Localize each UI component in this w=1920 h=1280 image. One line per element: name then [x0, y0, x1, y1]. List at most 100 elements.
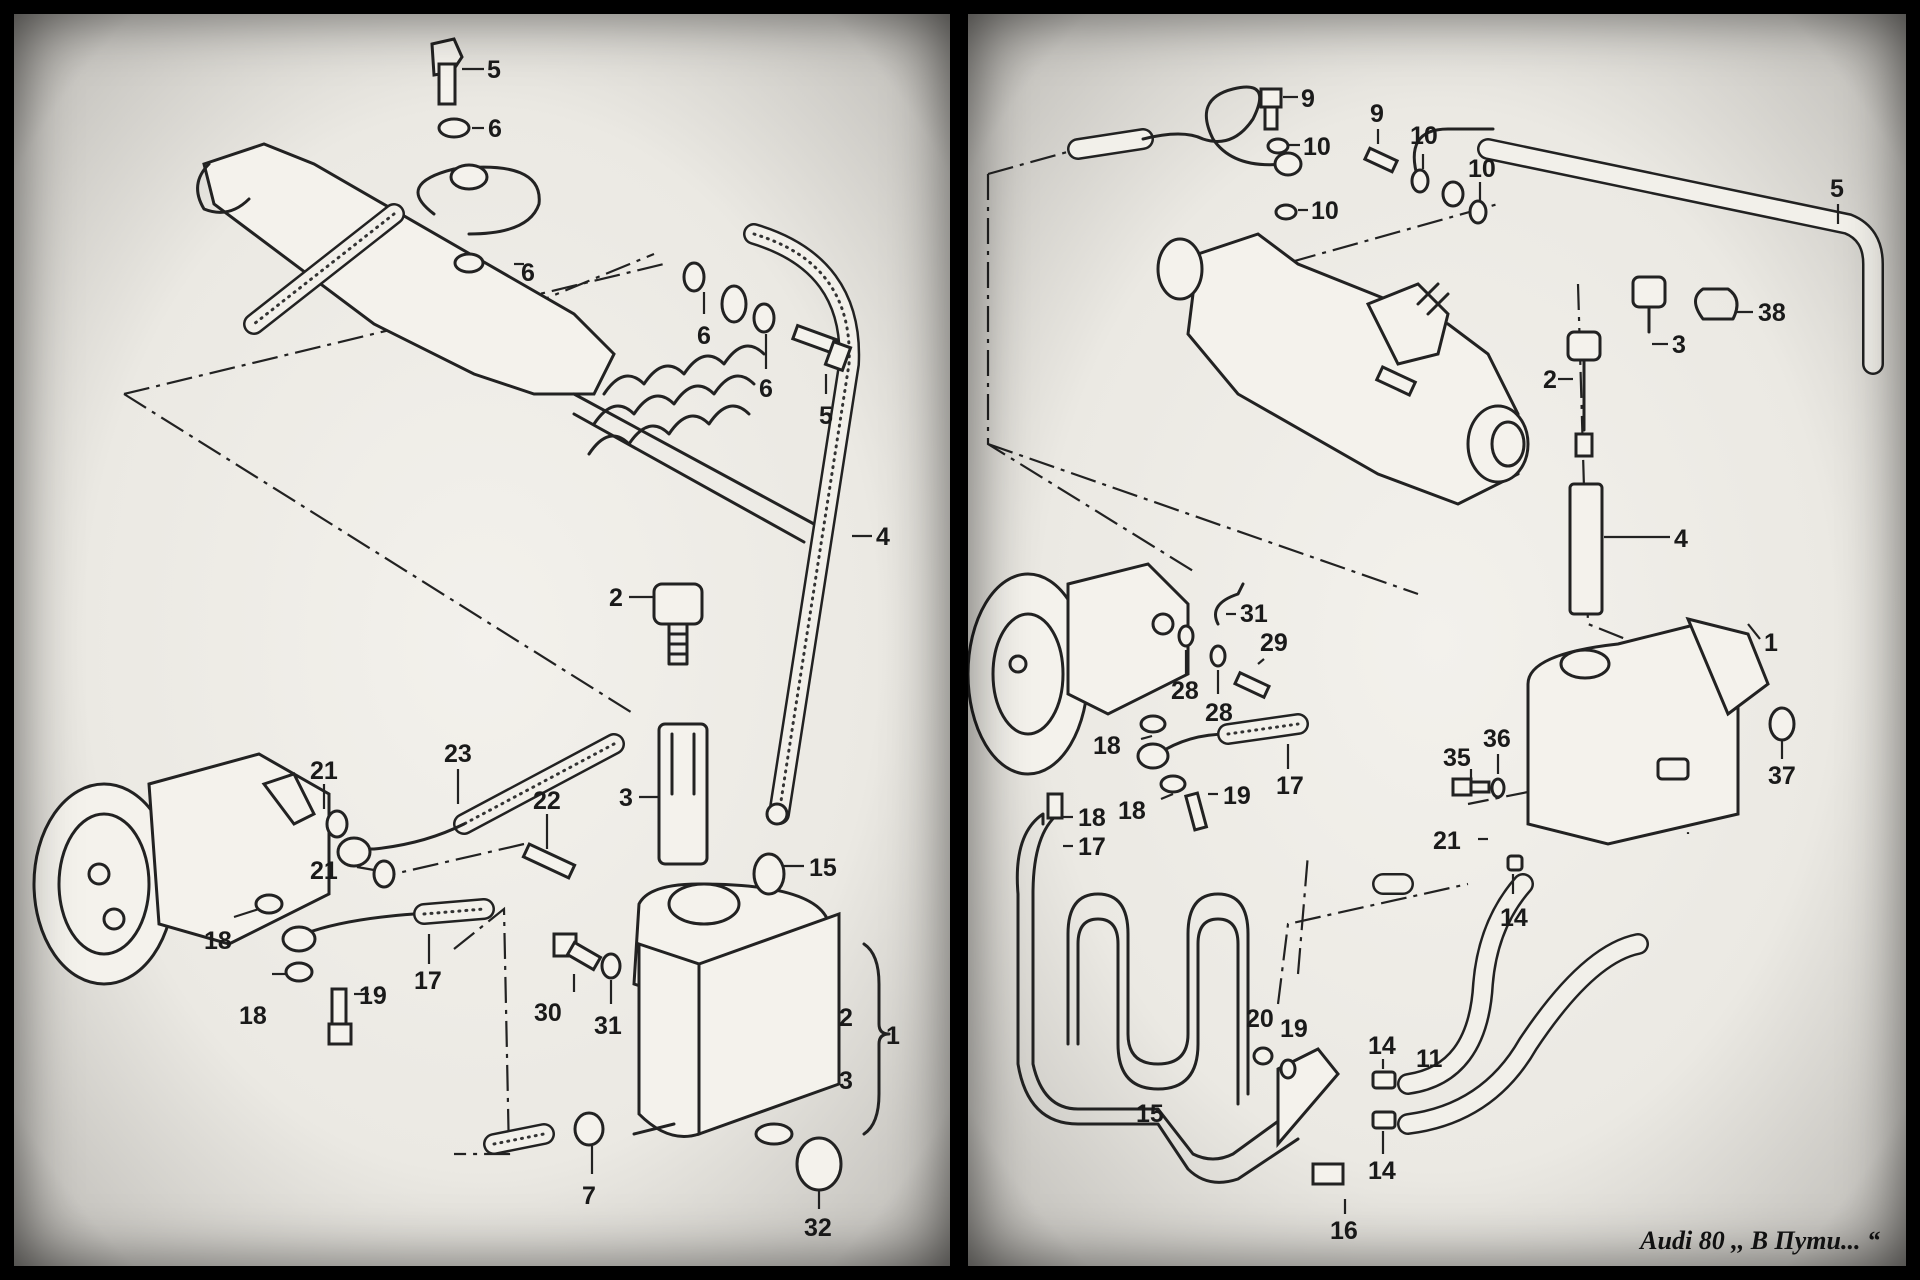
left-exploded-diagram: 5 6 6 6 6 5 4 2 3 15 23 21 21 22 18 17 1…	[32, 37, 900, 1242]
label-18: 18	[204, 927, 232, 955]
label-17: 17	[1276, 772, 1304, 800]
label-6: 6	[521, 259, 535, 287]
connector-14	[1371, 854, 1524, 1130]
washer-10	[1266, 137, 1290, 155]
label-21: 21	[310, 757, 338, 785]
label-32: 32	[804, 1214, 832, 1242]
label-18: 18	[1093, 732, 1121, 760]
clamp-7	[573, 1111, 605, 1147]
left-diagram-panel: 5 6 6 6 6 5 4 2 3 15 23 21 21 22 18 17 1…	[14, 14, 950, 1266]
label-5: 5	[1830, 175, 1844, 203]
label-31: 31	[594, 1012, 622, 1040]
washer-10	[1274, 203, 1298, 221]
reservoir-cap-2	[652, 582, 704, 666]
hose-11	[1372, 873, 1649, 1135]
label-19: 19	[1280, 1015, 1308, 1043]
washer-18	[1159, 774, 1187, 794]
label-37: 37	[1768, 762, 1796, 790]
washer-6	[752, 302, 776, 334]
label-15: 15	[1136, 1100, 1164, 1128]
label-4: 4	[876, 523, 890, 551]
cooling-loop-15	[1015, 792, 1300, 1184]
label-6: 6	[488, 115, 502, 143]
rack-bellows	[587, 344, 766, 456]
label-10: 10	[1410, 122, 1438, 150]
pressure-hose-23	[336, 733, 625, 868]
label-19: 19	[1223, 782, 1251, 810]
banjo-bolt-5-top	[430, 37, 464, 106]
pressure-pipe-upper	[1067, 85, 1303, 177]
label-28: 28	[1205, 699, 1233, 727]
banjo-union	[720, 284, 748, 324]
banjo-bolt-9-left	[1259, 87, 1283, 131]
washer-36	[1490, 777, 1506, 799]
washer-6	[437, 117, 471, 139]
hose-piece	[483, 1123, 555, 1155]
strainer-4	[1568, 482, 1604, 616]
bolt-35	[1451, 777, 1491, 797]
washer-6	[453, 252, 485, 274]
bolt-30	[552, 932, 603, 972]
label-4: 4	[1674, 525, 1688, 553]
label-14: 14	[1500, 904, 1528, 932]
washer-10	[1410, 168, 1430, 194]
label-20: 20	[1246, 1005, 1274, 1033]
label-22: 22	[533, 787, 561, 815]
label-10: 10	[1468, 155, 1496, 183]
label-18: 18	[1078, 804, 1106, 832]
banjo-bolt-9-right	[1362, 146, 1400, 174]
steering-rack	[196, 142, 816, 544]
washer-18	[254, 893, 284, 915]
label-9: 9	[1370, 100, 1384, 128]
label-3: 3	[839, 1067, 853, 1095]
fluid-reservoir-1	[632, 882, 841, 1146]
washer-18	[1139, 714, 1167, 734]
label-11: 11	[1416, 1045, 1443, 1073]
label-2: 2	[1543, 366, 1557, 394]
label-19: 19	[359, 982, 387, 1010]
return-hose-17	[281, 898, 495, 953]
label-1: 1	[886, 1022, 900, 1050]
label-7: 7	[582, 1182, 596, 1210]
label-9: 9	[1301, 85, 1315, 113]
banjo-union	[449, 163, 489, 191]
bolt-19	[1183, 791, 1209, 832]
cap-with-dipstick-2	[1566, 330, 1602, 458]
leader-lines	[233, 67, 872, 1209]
label-6: 6	[759, 375, 773, 403]
nut-37	[1768, 706, 1796, 742]
label-38: 38	[1758, 299, 1786, 327]
label-17: 17	[1078, 833, 1106, 861]
label-10: 10	[1311, 197, 1339, 225]
label-bracket	[862, 942, 891, 1136]
washer-31	[600, 952, 622, 980]
power-steering-pump	[968, 562, 1190, 776]
label-5: 5	[819, 402, 833, 430]
washer-18	[284, 961, 314, 983]
label-29: 29	[1260, 629, 1288, 657]
clamp-15	[752, 852, 786, 896]
bolt-22	[521, 842, 577, 880]
steering-rack	[1156, 232, 1530, 506]
label-31: 31	[1240, 600, 1268, 628]
washer-6	[682, 261, 706, 293]
nut-20-washer-19	[1252, 1046, 1297, 1080]
washer-21	[325, 809, 349, 839]
clip-38	[1694, 287, 1739, 321]
label-5: 5	[487, 56, 501, 84]
pressure-line-31	[1177, 582, 1272, 700]
label-16: 16	[1330, 1217, 1358, 1245]
washer-21	[372, 859, 396, 889]
strainer-3	[657, 722, 709, 866]
right-diagram-panel: 9 10 10 9 10 10 5 38 3 2 4 1 31 29 28 28…	[968, 14, 1906, 1266]
return-hose-17	[1136, 713, 1309, 770]
label-30: 30	[534, 999, 562, 1027]
label-2: 2	[609, 584, 623, 612]
fluid-reservoir-1	[1526, 616, 1770, 846]
right-exploded-diagram: 9 10 10 9 10 10 5 38 3 2 4 1 31 29 28 28…	[968, 85, 1884, 1245]
label-14: 14	[1368, 1032, 1396, 1060]
label-15: 15	[809, 854, 837, 882]
washer-10	[1468, 199, 1488, 225]
label-17: 17	[414, 967, 442, 995]
reservoir-cap-3	[1631, 275, 1667, 334]
